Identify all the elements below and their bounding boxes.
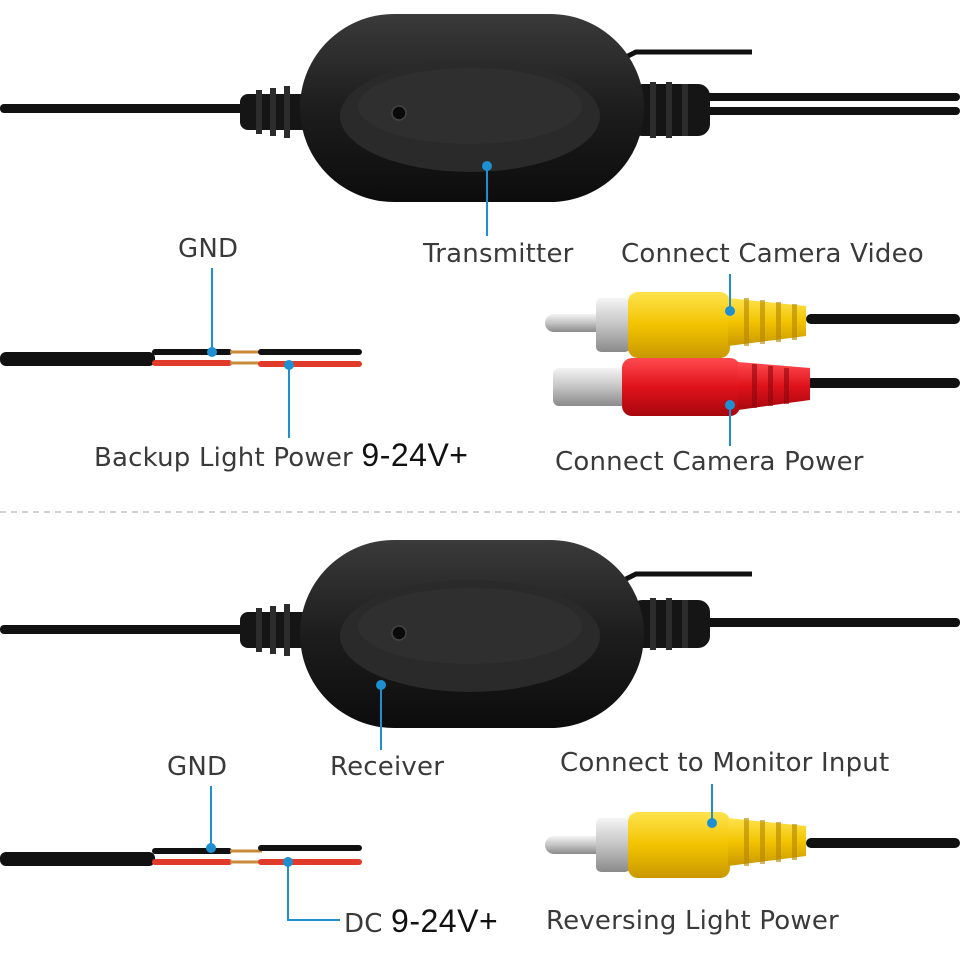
dc-power-leader	[283, 857, 340, 921]
transmitter-wire-pair	[0, 349, 362, 367]
camera-video-leader	[725, 274, 735, 316]
gnd-leader-bottom	[206, 786, 216, 853]
transmitter-strain-relief-right	[630, 82, 710, 138]
led-icon	[391, 105, 407, 121]
receiver-leader	[376, 680, 386, 750]
transmitter-leader	[482, 161, 492, 236]
dc-power-line: DC 9-24V+	[344, 903, 499, 939]
transmitter-strain-relief-left	[240, 86, 310, 138]
receiver-box	[300, 540, 644, 728]
rca-plug-yellow-icon	[545, 292, 960, 358]
receiver-wire-pair	[0, 845, 362, 866]
receiver-section	[0, 540, 960, 921]
camera-power-label: Connect Camera Power	[555, 447, 864, 477]
transmitter-label: Transmitter	[423, 239, 574, 269]
transmitter-gnd-label: GND	[178, 234, 239, 264]
camera-power-leader	[725, 400, 735, 446]
reversing-light-label: Reversing Light Power	[546, 906, 839, 936]
dc-plug-red-icon	[553, 358, 960, 416]
transmitter-section	[0, 14, 960, 446]
transmitter-box	[300, 14, 644, 202]
receiver-label: Receiver	[330, 752, 445, 782]
led-icon	[391, 625, 407, 641]
dc-voltage: 9-24V+	[391, 903, 499, 939]
receiver-strain-relief-right	[630, 598, 710, 650]
dc-label: DC	[344, 909, 383, 939]
backup-light-power-label: Backup Light Power	[94, 443, 353, 473]
backup-light-voltage: 9-24V+	[361, 437, 469, 473]
camera-video-label: Connect Camera Video	[621, 239, 924, 269]
backup-power-leader	[284, 360, 294, 438]
rca-plug-yellow-icon	[545, 812, 960, 878]
backup-light-power-line: Backup Light Power 9-24V+	[94, 437, 469, 473]
receiver-strain-relief-left	[240, 604, 310, 656]
receiver-gnd-label: GND	[167, 752, 228, 782]
gnd-leader-top	[207, 268, 217, 357]
monitor-input-label: Connect to Monitor Input	[560, 748, 890, 778]
monitor-input-leader	[707, 784, 717, 828]
